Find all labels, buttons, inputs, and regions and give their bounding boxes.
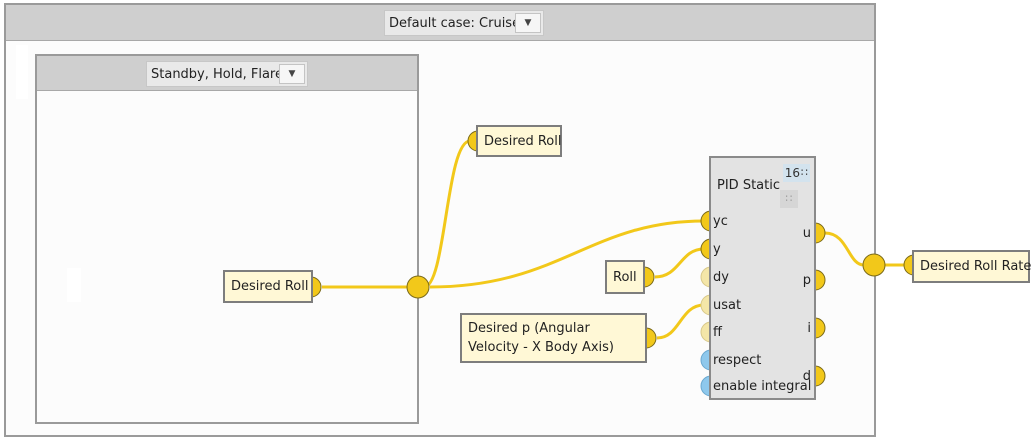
output-label-d: d [802,369,811,384]
input-label-dy: dy [713,270,729,285]
feed-count: 16 [784,166,800,180]
tunnel-marker [16,45,28,99]
input-label-yc: yc [713,214,728,229]
port-d[interactable] [814,365,826,387]
input-label-respect: respect [713,353,762,368]
inner-case-selector[interactable]: Standby, Hold, Flare ▼ [146,61,308,87]
chevron-down-icon[interactable]: ▼ [515,13,541,33]
port-i[interactable] [814,317,826,339]
outer-case-header: Default case: Cruise ▼ [6,5,874,41]
port-desired-p-out[interactable] [645,327,657,349]
block-label: Desired Roll [231,279,309,294]
block-label: Desired Roll [484,133,562,149]
wire-desired-p-to-usat[interactable] [656,303,705,340]
wire-u-to-output-junction[interactable] [824,231,865,267]
block-label: Roll [613,269,637,285]
tunnel-marker [67,268,81,302]
pid-title: PID Static [717,178,780,193]
roll-block[interactable]: Roll [605,260,645,294]
feed-icon: ∷ [801,166,808,179]
desired-roll-rate-block[interactable]: Desired Roll Rate [912,250,1032,283]
block-label: Desired Roll Rate [920,259,1032,274]
outer-case-label: Default case: Cruise [389,15,521,31]
input-label-enable-integral: enable integral [713,379,812,394]
wire-roll-to-y[interactable] [654,247,705,279]
inner-case-header: Standby, Hold, Flare ▼ [37,56,417,91]
port-p[interactable] [814,269,826,291]
output-label-u: u [802,226,811,241]
feed-count-badge[interactable]: 16 ∷ [782,164,810,182]
input-label-y: y [713,242,721,257]
tunnel-junction[interactable] [406,275,430,299]
input-label-ff: ff [713,325,722,340]
desired-p-block[interactable]: Desired p (Angular Velocity - X Body Axi… [460,313,647,363]
outer-case-selector[interactable]: Default case: Cruise ▼ [384,10,544,36]
desired-roll-target-block[interactable]: Desired Roll [476,125,562,157]
wire-junction-to-desired-roll[interactable] [423,139,471,289]
inner-case-label: Standby, Hold, Flare [151,66,283,82]
output-label-i: i [807,321,811,336]
block-label: Desired p (Angular Velocity - X Body Axi… [468,321,614,355]
port-u[interactable] [814,222,826,244]
feed-icon-disabled[interactable]: ∷ [780,190,798,208]
wire-junction-to-yc[interactable] [429,219,705,289]
pid-static-block[interactable]: PID Static 16 ∷ ∷ yc y dy usat ff respec… [709,156,816,400]
tunnel-output[interactable] [862,253,886,277]
input-label-usat: usat [713,298,742,313]
port-roll-out[interactable] [643,266,655,288]
output-label-p: p [802,273,811,288]
wires [322,139,906,340]
chevron-down-icon[interactable]: ▼ [279,64,305,84]
inner-case-structure: Standby, Hold, Flare ▼ [35,54,419,424]
desired-roll-source-block[interactable]: Desired Roll [223,270,313,303]
